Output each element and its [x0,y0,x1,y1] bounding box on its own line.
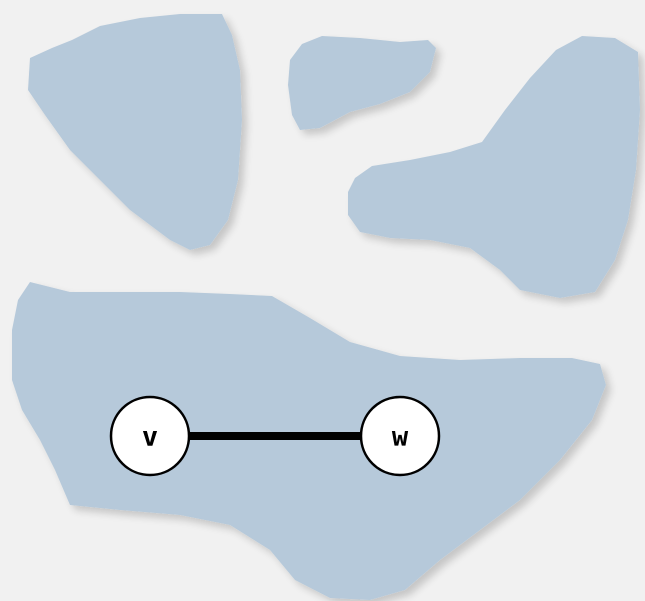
node-w-label: w [392,422,409,453]
region-right [348,36,640,298]
node-v-circle [109,395,191,477]
node-v[interactable]: v [109,395,191,477]
node-w-circle [359,395,441,477]
region-top-middle [288,36,436,130]
node-w[interactable]: w [359,395,441,477]
node-v-label: v [142,422,158,453]
region-bottom [12,282,606,600]
region-top-left [28,14,242,250]
